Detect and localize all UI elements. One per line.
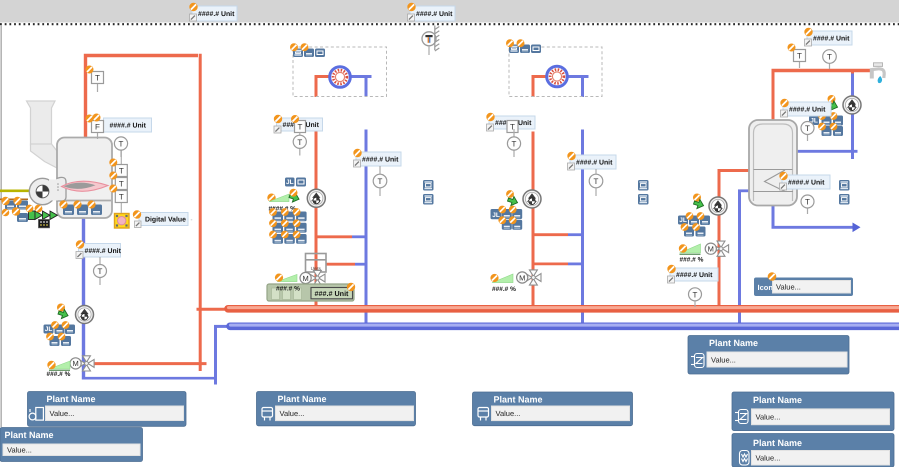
svg-text:T: T [805, 198, 810, 207]
svg-text:Digital Value: Digital Value [145, 217, 186, 224]
svg-text:####.# Unit: ####.# Unit [676, 272, 713, 279]
svg-text:Plant Name: Plant Name [494, 394, 543, 404]
svg-text:T: T [510, 123, 515, 132]
svg-text:####.# Unit: ####.# Unit [85, 248, 122, 255]
svg-text:####.# Unit: ####.# Unit [788, 180, 825, 187]
svg-text:M: M [519, 273, 525, 282]
svg-text:T: T [297, 138, 302, 147]
svg-text:Plant Name: Plant Name [753, 395, 802, 405]
svg-text:M: M [708, 245, 714, 254]
svg-text:###.# %: ###.# % [492, 286, 516, 293]
svg-text:Value...: Value... [280, 409, 305, 418]
svg-text:####.# Unit: ####.# Unit [813, 36, 850, 43]
svg-text:Plant Name: Plant Name [753, 438, 802, 448]
svg-text:###.# %: ###.# % [276, 286, 300, 293]
svg-text:####.# Unit: ####.# Unit [198, 11, 235, 18]
svg-text:JL: JL [45, 326, 53, 333]
svg-text:JL: JL [810, 118, 818, 125]
svg-text:Value...: Value... [756, 454, 781, 463]
svg-text:T: T [693, 290, 698, 299]
svg-text:Value...: Value... [776, 282, 801, 291]
svg-text:###.# Unit: ###.# Unit [315, 289, 350, 298]
svg-text:Value...: Value... [711, 355, 736, 364]
svg-text:Value...: Value... [756, 413, 781, 422]
svg-text:T: T [512, 140, 517, 149]
svg-text:####.# Unit: ####.# Unit [789, 107, 826, 114]
svg-text:####.# Unit: ####.# Unit [110, 123, 147, 130]
svg-text:####.# Unit: ####.# Unit [362, 157, 399, 164]
svg-text:T: T [119, 167, 124, 176]
svg-text:T: T [827, 53, 832, 62]
svg-text:Plant Name: Plant Name [5, 430, 54, 440]
svg-text:T: T [298, 123, 303, 132]
svg-text:T: T [119, 193, 124, 202]
svg-text:Units: Units [311, 266, 322, 271]
svg-text:T: T [594, 177, 599, 186]
svg-text:-: - [191, 218, 193, 224]
svg-text:F: F [95, 123, 100, 132]
svg-text:M: M [302, 274, 308, 283]
svg-text:Value...: Value... [7, 446, 32, 455]
svg-text:T: T [119, 140, 124, 149]
svg-text:T: T [805, 124, 810, 133]
svg-text:T: T [98, 267, 103, 276]
svg-text:T: T [119, 180, 124, 189]
svg-text:T: T [797, 52, 802, 61]
svg-text:JL: JL [492, 212, 500, 219]
svg-text:M: M [72, 359, 78, 368]
svg-text:Plant Name: Plant Name [278, 394, 327, 404]
svg-text:###.# %: ###.# % [47, 371, 71, 378]
svg-text:Value...: Value... [496, 409, 521, 418]
svg-text:T: T [378, 177, 383, 186]
svg-text:JL: JL [679, 217, 687, 224]
svg-text:###.# %: ###.# % [680, 256, 704, 263]
svg-text:Plant Name: Plant Name [47, 394, 96, 404]
svg-text:####.# Unit: ####.# Unit [416, 11, 453, 18]
svg-text:####.# Unit: ####.# Unit [576, 160, 613, 167]
svg-text:Icon: Icon [758, 283, 774, 292]
svg-text:####.# %: ####.# % [269, 205, 297, 212]
svg-text:JL: JL [286, 179, 294, 186]
svg-text:Plant Name: Plant Name [709, 338, 758, 348]
svg-text:Value...: Value... [50, 409, 75, 418]
svg-text:T: T [95, 74, 100, 83]
